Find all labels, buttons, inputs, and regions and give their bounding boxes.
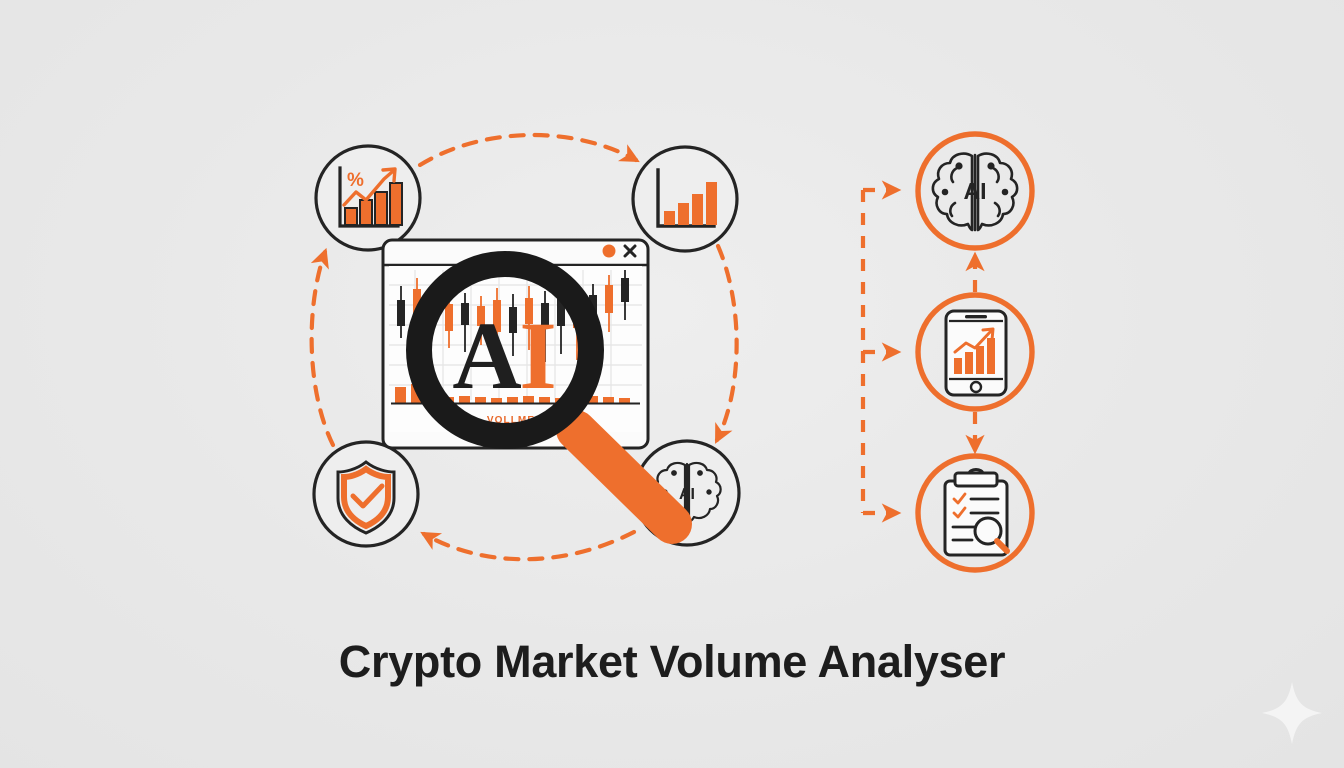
node-report-audit[interactable] bbox=[915, 453, 1035, 573]
pipeline-connectors bbox=[860, 180, 985, 523]
ai-brain-label: AI bbox=[679, 486, 695, 503]
magnifier-letter-a: A bbox=[452, 302, 521, 409]
percent-growth-chart-icon: % bbox=[338, 166, 403, 228]
node-ai-brain[interactable]: AI bbox=[915, 131, 1035, 251]
smartphone-growth-chart-icon bbox=[944, 309, 1008, 397]
cycle-connectors bbox=[309, 133, 739, 562]
node-growth-percent[interactable]: % bbox=[314, 144, 422, 252]
page-title: Crypto Market Volume Analyser bbox=[338, 636, 1006, 687]
volume-axis-label: VOLLME bbox=[487, 415, 535, 426]
node-mobile-analytics[interactable] bbox=[915, 292, 1035, 412]
percent-symbol: % bbox=[347, 170, 364, 191]
clipboard-checklist-search-icon bbox=[943, 468, 1010, 557]
node-security-verified[interactable] bbox=[312, 440, 420, 548]
magnifying-glass-icon[interactable]: A I bbox=[406, 251, 692, 544]
bar-chart-icon bbox=[656, 168, 717, 228]
node-volume-bars[interactable] bbox=[631, 145, 739, 253]
arc-left-connector bbox=[309, 247, 336, 448]
shield-check-icon bbox=[336, 460, 396, 535]
magnifier-letter-i: I bbox=[519, 302, 556, 409]
sparkle-star-icon bbox=[1262, 682, 1322, 744]
orange-dot-icon[interactable] bbox=[602, 244, 616, 258]
arc-right-connector bbox=[714, 243, 739, 444]
arc-top-connector bbox=[417, 133, 640, 168]
ai-brain-icon bbox=[931, 152, 1019, 232]
close-x-icon[interactable] bbox=[623, 244, 637, 258]
ai-brain-label: AI bbox=[964, 178, 987, 204]
arc-bottom-connector bbox=[420, 529, 637, 562]
